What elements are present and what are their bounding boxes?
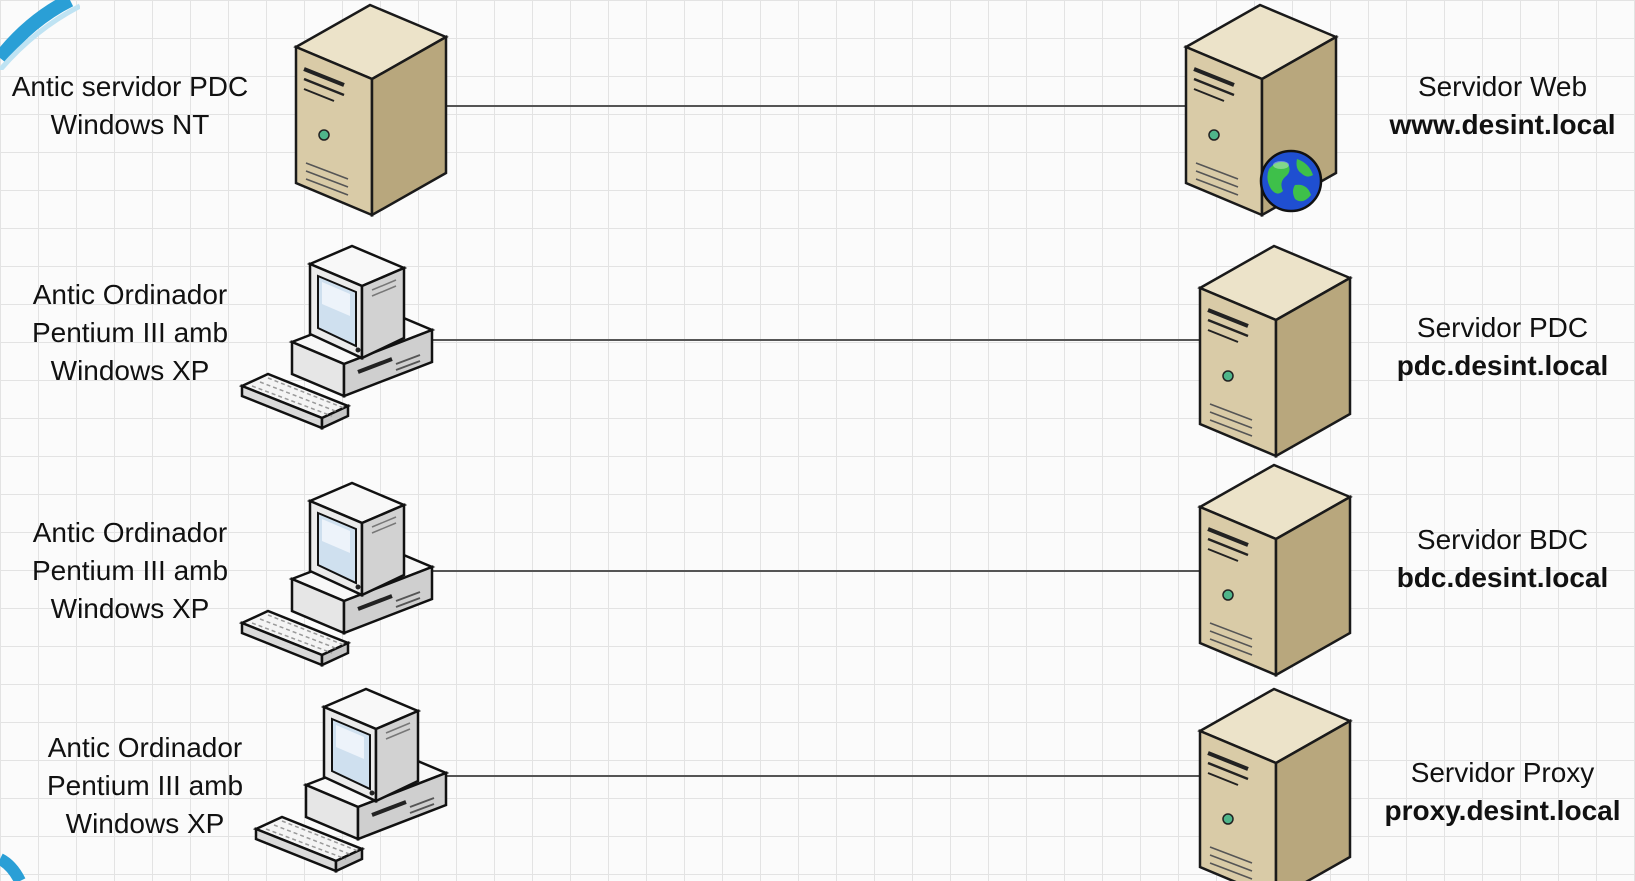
left-label-0: Antic servidor PDC Windows NT (0, 68, 260, 144)
label-line: Windows NT (50, 109, 210, 140)
computer-icon (240, 244, 434, 430)
label-line: Antic Ordinador (47, 732, 243, 763)
label-line: Pentium III amb (31, 555, 229, 586)
server-name: Servidor Proxy (1410, 757, 1595, 788)
computer-icon (254, 687, 448, 873)
label-line: Pentium III amb (46, 770, 244, 801)
computer-icon (240, 481, 434, 667)
left-label-3: Antic Ordinador Pentium III amb Windows … (15, 729, 275, 843)
label-line: Antic Ordinador (32, 279, 228, 310)
label-line: Antic servidor PDC (11, 71, 249, 102)
label-line: Windows XP (50, 355, 210, 386)
label-line: Windows XP (50, 593, 210, 624)
label-line: Windows XP (65, 808, 225, 839)
left-label-1: Antic Ordinador Pentium III amb Windows … (0, 276, 260, 390)
server-hostname: proxy.desint.local (1384, 795, 1621, 826)
server-icon (1198, 244, 1352, 458)
link-layer (432, 105, 1202, 777)
right-label-3: Servidor Proxy proxy.desint.local (1370, 754, 1635, 830)
label-line: Antic Ordinador (32, 517, 228, 548)
right-label-0: Servidor Web www.desint.local (1370, 68, 1635, 144)
right-label-1: Servidor PDC pdc.desint.local (1370, 309, 1635, 385)
corner-accent-bottom (0, 853, 26, 881)
left-label-2: Antic Ordinador Pentium III amb Windows … (0, 514, 260, 628)
server-name: Servidor PDC (1416, 312, 1589, 343)
server-icon (294, 3, 448, 217)
corner-accent-top (0, 0, 80, 70)
server-name: Servidor BDC (1416, 524, 1589, 555)
right-label-2: Servidor BDC bdc.desint.local (1370, 521, 1635, 597)
label-line: Pentium III amb (31, 317, 229, 348)
server-hostname: pdc.desint.local (1396, 350, 1609, 381)
server-icon (1198, 687, 1352, 881)
server-icon (1198, 463, 1352, 677)
server-hostname: bdc.desint.local (1396, 562, 1609, 593)
globe-icon (1259, 149, 1323, 213)
server-name: Servidor Web (1417, 71, 1588, 102)
server-hostname: www.desint.local (1389, 109, 1616, 140)
